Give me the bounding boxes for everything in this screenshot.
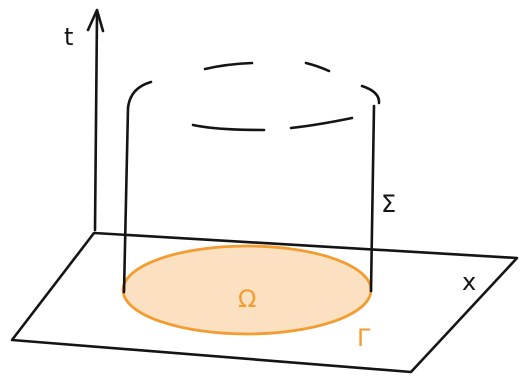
space-axis-label: x	[462, 268, 476, 296]
cylinder-top-dash-2	[304, 61, 331, 73]
cylinder-top-dash-1	[203, 61, 254, 71]
base-plane	[10, 231, 519, 374]
cylinder-left-side	[122, 106, 130, 294]
cylinder-top-left-arc	[126, 80, 153, 110]
time-axis-label: t	[64, 23, 73, 51]
cylinder-top-dash-4	[289, 116, 354, 130]
lateral-surface-label: Σ	[381, 190, 396, 218]
cylinder-top-dash-3	[191, 123, 266, 132]
boundary-label: Γ	[357, 324, 371, 352]
cylinder-right-side	[369, 104, 376, 293]
cylinder-top-right-arc	[360, 84, 381, 105]
domain-label: Ω	[238, 285, 256, 313]
time-axis-arrowhead	[86, 8, 105, 33]
time-axis	[93, 12, 99, 232]
